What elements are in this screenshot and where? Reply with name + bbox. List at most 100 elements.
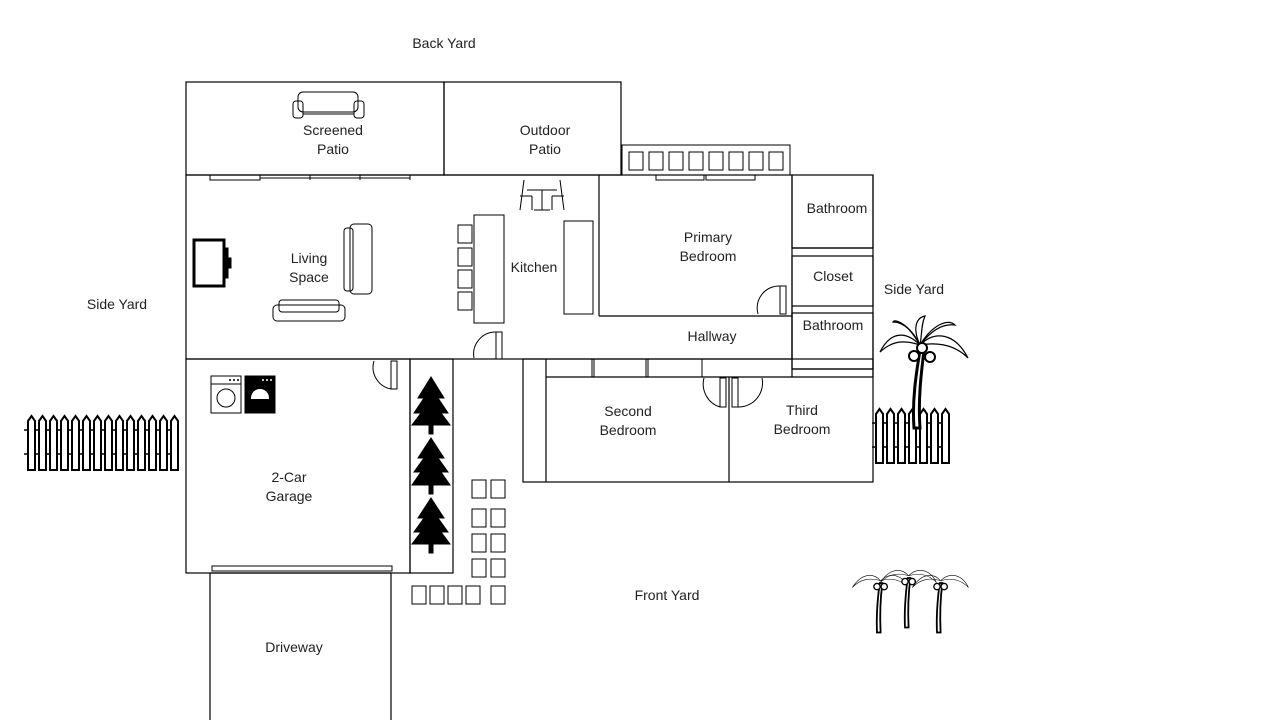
stepping-stone-icon [447,585,463,605]
fence-picket [60,414,69,471]
fence-picket [137,414,146,471]
fence-picket [919,407,928,464]
hallway-label: Hallway [687,328,736,344]
driveway-area [209,572,392,720]
bar-stool [457,269,473,289]
palm-tree-icon [879,315,969,430]
stepping-stone-icon [490,533,506,553]
closet-label: Closet [813,268,853,284]
stepping-stone-icon [490,585,506,605]
third-bedroom-label-2: Bedroom [774,421,831,437]
door-swing-icon [372,360,398,390]
labels: Back Yard Side Yard Side Yard Front Yard… [87,35,944,655]
stepping-stone-icon [471,533,487,553]
pine-tree-icon [411,437,451,495]
fence-icon [24,414,179,471]
front-yard-label: Front Yard [635,587,700,603]
fence-picket [941,407,950,464]
fence-picket [897,407,906,464]
fence-picket [82,414,91,471]
fence-picket [159,414,168,471]
palm-tree-icon [880,570,937,629]
stepping-stone-icon [688,151,704,171]
stepping-stone-icon [668,151,684,171]
stepping-stone-icon [628,151,644,171]
fence-picket [104,414,113,471]
stepping-stone-icon [728,151,744,171]
screened-patio-label-2: Patio [317,141,349,157]
stepping-stone-icon [490,508,506,528]
pine-tree-icon [411,497,451,554]
garage-label: 2-Car [271,469,306,485]
stepping-stone-icon [708,151,724,171]
sofa-icon [272,299,346,322]
fence-picket [38,414,47,471]
driveway-label: Driveway [265,639,323,655]
primary-bedroom-label-2: Bedroom [680,248,737,264]
fence-picket [170,414,179,471]
stepping-stone-icon [471,508,487,528]
stepping-stone-icon [411,585,427,605]
side-yard-left-label: Side Yard [87,296,147,312]
door-swing-icon [731,377,764,408]
doors [372,285,787,408]
outdoor-patio-label-2: Patio [529,141,561,157]
fence-picket [126,414,135,471]
fence-picket [875,407,884,464]
door-swing-icon [473,331,503,360]
bar-stool [457,291,473,311]
bathroom-bottom-label: Bathroom [803,317,864,333]
fence-picket [115,414,124,471]
fence-picket [27,414,36,471]
screened-patio-label: Screened [303,122,363,138]
door-swing-icon [702,377,727,408]
stepping-stone-icon [471,558,487,578]
kitchen-label: Kitchen [511,259,558,275]
front-walkway [411,479,506,605]
pine-tree-icon [411,376,451,435]
bathroom-top-label: Bathroom [807,200,868,216]
third-bedroom-label: Third [786,402,818,418]
palm-tree-icon [852,575,909,634]
stepping-stone-icon [465,585,481,605]
stepping-stone-icon [490,479,506,499]
dryer-icon [244,375,276,414]
living-space-label-2: Space [289,269,329,285]
bar-stool [457,247,473,267]
side-yard-right-label: Side Yard [884,281,944,297]
living-space-label: Living [291,250,328,266]
stepping-stone-icon [471,479,487,499]
fence-picket [93,414,102,471]
outdoor-patio-label: Outdoor [520,122,571,138]
stepping-stone-icon [748,151,764,171]
planter-strip [409,358,454,574]
fence-picket [148,414,157,471]
fence-picket [49,414,58,471]
dining-set-icon [519,179,565,211]
fence-picket [930,407,939,464]
kitchen-island [457,214,505,324]
primary-bedroom-label: Primary [684,229,732,245]
back-yard-label: Back Yard [412,35,475,51]
back-step-tiles [621,144,791,176]
garage-door [211,565,393,572]
tv-icon [192,238,232,288]
washer-icon [210,375,242,414]
second-bedroom-label-2: Bedroom [600,422,657,438]
windows [209,174,756,378]
fence-icon [872,407,950,464]
kitchen-counter [563,220,594,315]
fence-picket [71,414,80,471]
stepping-stone-icon [490,558,506,578]
sofa-icon [343,223,373,295]
garage-label-2: Garage [266,488,313,504]
bar-stool [457,224,473,244]
sofa-icon [292,91,365,119]
second-bedroom-label: Second [604,403,651,419]
fence-picket [886,407,895,464]
stepping-stone-icon [768,151,784,171]
stepping-stone-icon [648,151,664,171]
door-swing-icon [756,285,787,315]
stepping-stone-icon [429,585,445,605]
